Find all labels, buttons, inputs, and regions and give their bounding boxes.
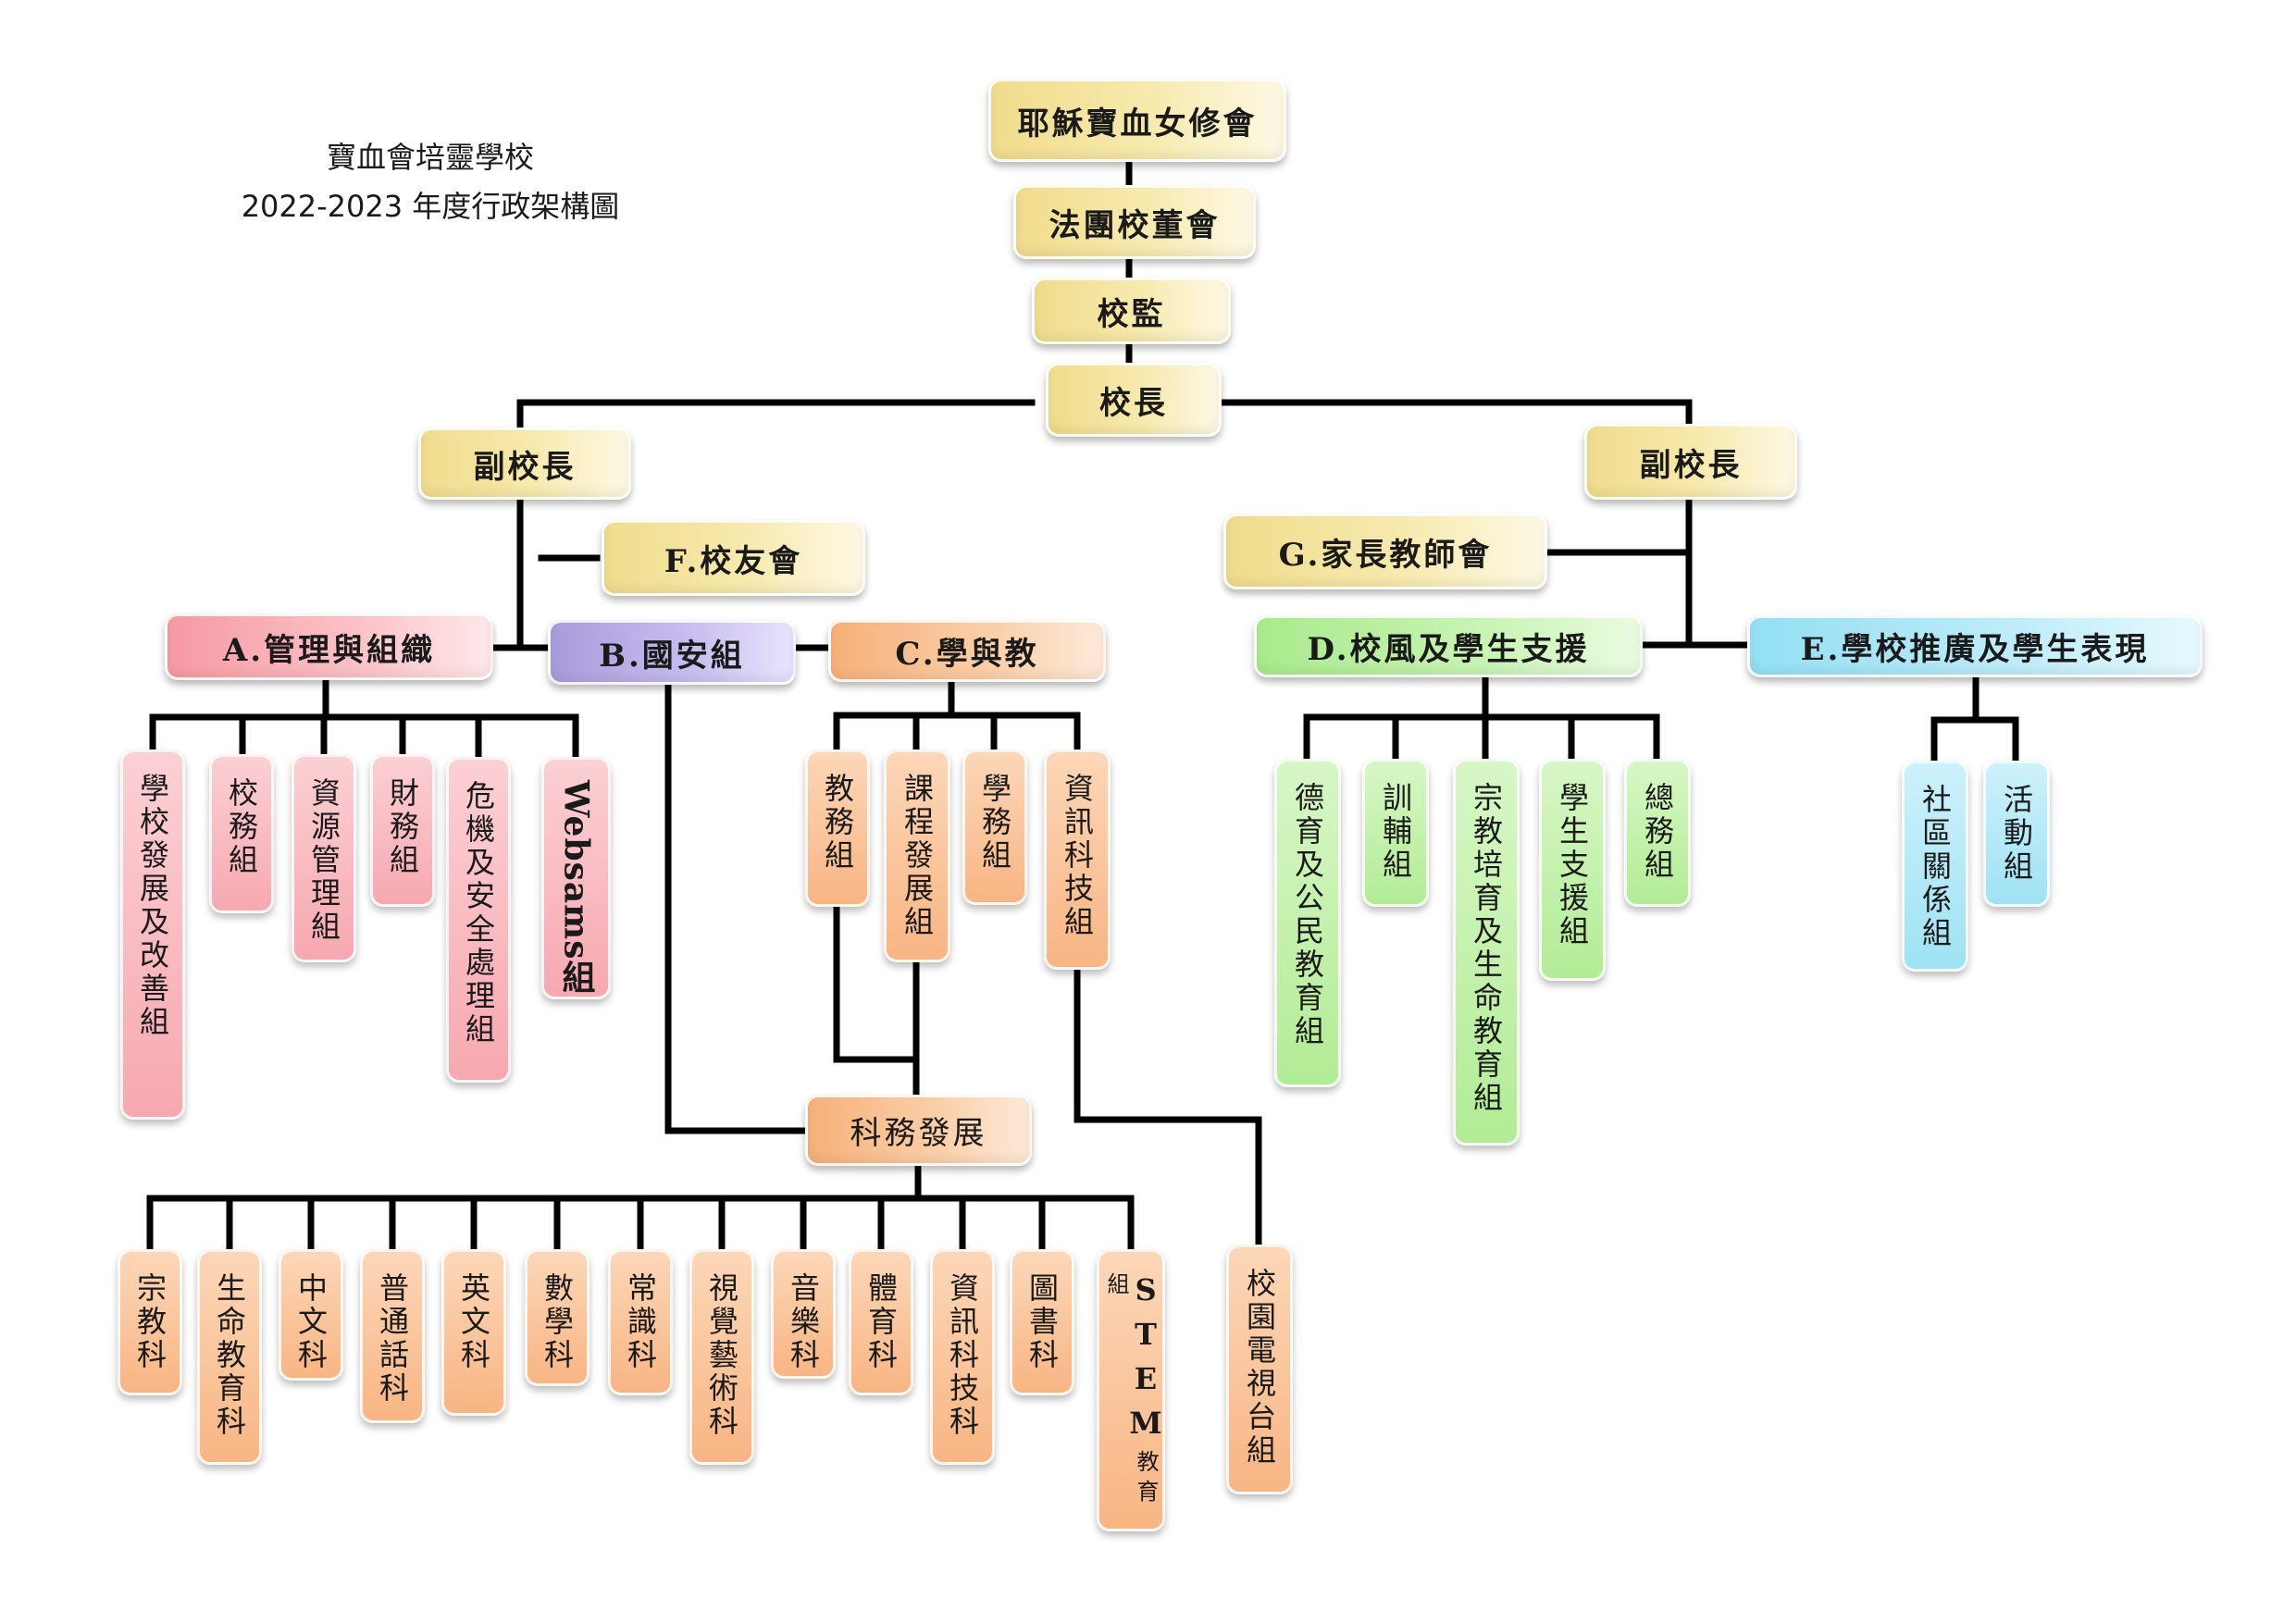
group-finance: 財務組 (370, 754, 435, 907)
subject-information-technology: 資訊科技科 (930, 1249, 995, 1465)
group-curriculum-development: 課程發展組 (884, 750, 950, 962)
category-d-student-support: D.校風及學生支援 (1254, 615, 1643, 677)
group-crisis-safety: 危機及安全處理組 (446, 757, 511, 1083)
category-e-promotion: E.學校推廣及學生表現 (1747, 615, 2203, 677)
subject-general-studies: 常識科 (608, 1249, 673, 1395)
subject-mathematics: 數學科 (525, 1249, 590, 1386)
node-school-board: 法團校董會 (1013, 185, 1256, 259)
category-c-learning-teaching: C.學與教 (828, 620, 1106, 682)
group-community-relations: 社區關係組 (1902, 761, 1968, 972)
group-moral-civic-education: 德育及公民教育組 (1274, 759, 1341, 1087)
node-alumni-association: F.校友會 (602, 520, 865, 596)
subject-stem-education: STEM教育組 (1097, 1249, 1165, 1531)
node-vice-principal-left: 副校長 (418, 427, 631, 500)
subject-english: 英文科 (441, 1249, 506, 1416)
subject-chinese: 中文科 (279, 1249, 343, 1381)
group-discipline-guidance: 訓輔組 (1362, 759, 1429, 907)
group-religious-life-education: 宗教培育及生命教育組 (1453, 759, 1520, 1146)
node-supervisor: 校監 (1032, 278, 1231, 344)
group-school-affairs: 校務組 (209, 754, 274, 913)
subject-putonghua: 普通話科 (360, 1249, 425, 1423)
node-congregation: 耶穌寶血女修會 (988, 79, 1286, 162)
subject-life-education: 生命教育科 (197, 1249, 262, 1465)
subject-physical-education: 體育科 (849, 1249, 913, 1395)
subject-visual-arts: 視覺藝術科 (689, 1249, 754, 1465)
node-vice-principal-right: 副校長 (1584, 424, 1797, 500)
group-websams: Websams組 (541, 757, 611, 999)
chart-title-line2: 2022-2023 年度行政架構圖 (241, 189, 620, 224)
category-b-national-security: B.國安組 (548, 620, 796, 685)
group-school-development: 學校發展及改善組 (120, 750, 185, 1120)
group-information-technology: 資訊科技組 (1044, 750, 1111, 970)
group-campus-tv: 校園電視台組 (1226, 1245, 1293, 1494)
subject-music: 音樂科 (771, 1249, 836, 1379)
group-academic-affairs: 教務組 (805, 750, 870, 907)
group-student-affairs: 學務組 (962, 750, 1027, 905)
subject-library: 圖書科 (1010, 1249, 1074, 1395)
group-resource-management: 資源管理組 (292, 754, 356, 962)
subject-religious-studies: 宗教科 (118, 1249, 182, 1395)
group-activities: 活動組 (1983, 761, 2050, 907)
group-student-support: 學生支援組 (1539, 759, 1606, 981)
node-subject-development: 科務發展 (805, 1095, 1032, 1166)
category-a-management: A.管理與組織 (165, 613, 493, 680)
group-general-affairs: 總務組 (1624, 759, 1691, 907)
node-principal: 校長 (1046, 363, 1222, 437)
node-parent-teacher-association: G.家長教師會 (1223, 514, 1547, 589)
chart-title-line1: 寶血會培靈學校 (326, 140, 534, 175)
